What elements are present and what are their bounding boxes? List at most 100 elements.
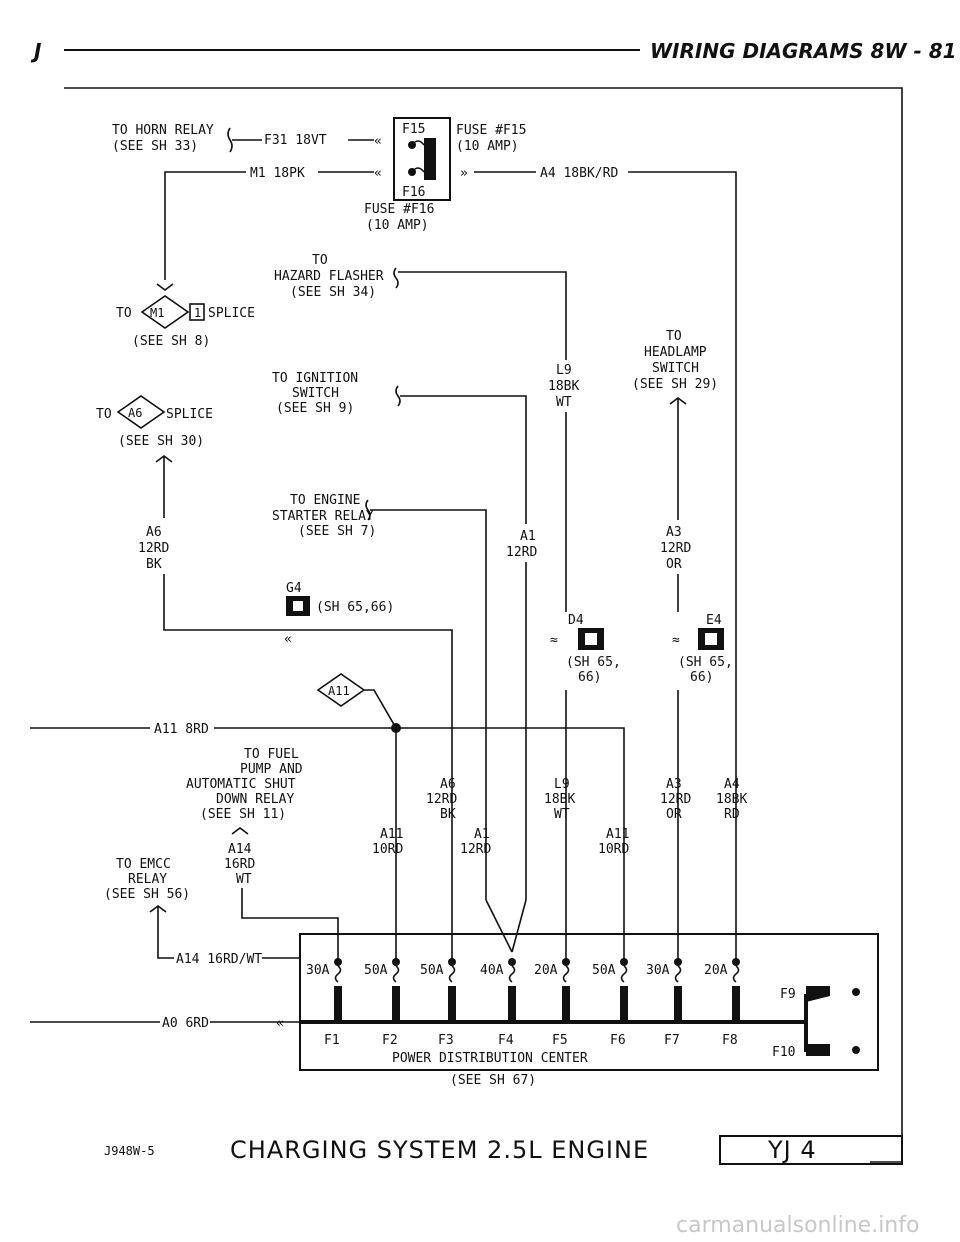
tag-l9-low-2: 18BK: [544, 792, 575, 807]
tag-a4-low-2: 18BK: [716, 792, 747, 807]
tag-a4-low-1: A4: [724, 777, 740, 792]
pdc-box: [299, 933, 879, 1071]
pdc-fuse-element: [508, 965, 516, 983]
pdc-fuse-blade: [620, 986, 628, 1020]
pdc-terminal: [448, 958, 456, 966]
pdc-fuse-rating: 30A: [646, 963, 670, 978]
pdc-f10: F10: [772, 1045, 795, 1060]
pdc-terminal: [674, 958, 682, 966]
pdc-fuse-element: [334, 965, 342, 983]
pdc-terminal: [334, 958, 342, 966]
m1-splice-code: M1: [150, 306, 164, 320]
fuse-f15-name: FUSE #F15: [456, 123, 526, 138]
watermark: carmanualsonline.info: [676, 1213, 919, 1238]
wire-a14: A14 16RD/WT: [176, 952, 262, 967]
header-left: J: [30, 39, 42, 63]
svg-text:«: «: [284, 632, 292, 647]
tag-l9-top-3: WT: [556, 395, 572, 410]
pdc-fuse-label: F3: [438, 1033, 454, 1048]
ref-emcc-3: (SEE SH 56): [104, 887, 190, 902]
pdc-fuse-blade: [732, 986, 740, 1020]
pdc-fuse-label: F5: [552, 1033, 568, 1048]
fuse-f16-name: FUSE #F16: [364, 202, 434, 217]
tag-a3-low-2: 12RD: [660, 792, 691, 807]
pdc-fuse-label: F8: [722, 1033, 738, 1048]
fuse-f15-rating: (10 AMP): [456, 139, 519, 154]
tag-a11-r-2: 10RD: [598, 842, 629, 857]
pdc-fuse-blade: [334, 986, 342, 1020]
wire-f31: F31 18VT: [264, 133, 327, 148]
pdc-fuse-rating: 50A: [420, 963, 444, 978]
tag-a1-low-1: A1: [474, 827, 490, 842]
ref-hazard-2: HAZARD FLASHER: [274, 269, 384, 284]
svg-text:≈: ≈: [672, 633, 680, 648]
pdc-fuse-element: [392, 965, 400, 983]
tag-l9-low-3: WT: [554, 807, 570, 822]
ref-hazard-3: (SEE SH 34): [290, 285, 376, 300]
m1-splice-diamond: [140, 295, 190, 329]
tag-a11-l-1: A11: [380, 827, 403, 842]
pdc-fuse-blade: [674, 986, 682, 1020]
conn-e4-sheet-1: (SH 65,: [678, 655, 733, 670]
a11-diamond-label: A11: [328, 684, 350, 698]
conn-g4-name: G4: [286, 581, 302, 596]
header-right: WIRING DIAGRAMS 8W - 81: [650, 39, 957, 63]
tag-a1-top-2: 12RD: [506, 545, 537, 560]
pdc-terminal: [620, 958, 628, 966]
pdc-fuse-element: [732, 965, 740, 983]
ref-headlamp-2: HEADLAMP: [644, 345, 707, 360]
ref-fuel-2: PUMP AND: [240, 762, 303, 777]
pdc-fuse-rating: 20A: [704, 963, 728, 978]
pdc-fuse-rating: 50A: [592, 963, 616, 978]
tag-a11-r-1: A11: [606, 827, 629, 842]
wire-m1: M1 18PK: [250, 166, 305, 181]
tag-a14-2: 16RD: [224, 857, 255, 872]
conn-e4-name: E4: [706, 613, 722, 628]
ref-headlamp-3: SWITCH: [652, 361, 699, 376]
pdc-terminal: [508, 958, 516, 966]
pdc-terminal: [732, 958, 740, 966]
a6-splice-code: A6: [128, 406, 142, 420]
ref-starter-3: (SEE SH 7): [298, 524, 376, 539]
footer-code: J948W-5: [104, 1144, 155, 1158]
tag-a1-low-2: 12RD: [460, 842, 491, 857]
a6-splice-word: SPLICE: [166, 407, 213, 422]
ref-ignition-3: (SEE SH 9): [276, 401, 354, 416]
wire-a0: A0 6RD: [162, 1016, 209, 1031]
tag-a3-top-1: A3: [666, 525, 682, 540]
pdc-fuse-element: [562, 965, 570, 983]
pdc-fuse-blade: [508, 986, 516, 1020]
tag-a1-top-1: A1: [520, 529, 536, 544]
ref-ignition-1: TO IGNITION: [272, 371, 358, 386]
ref-emcc-1: TO EMCC: [116, 857, 171, 872]
ref-emcc-2: RELAY: [128, 872, 167, 887]
ref-headlamp-1: TO: [666, 329, 682, 344]
pdc-sheet: (SEE SH 67): [450, 1073, 536, 1088]
tag-l9-top-2: 18BK: [548, 379, 579, 394]
pdc-fuse-blade: [392, 986, 400, 1020]
tag-a3-low-3: OR: [666, 807, 682, 822]
ref-hazard-1: TO: [312, 253, 328, 268]
tag-a3-top-3: OR: [666, 557, 682, 572]
tag-a6-low-2: 12RD: [426, 792, 457, 807]
ref-fuel-4: DOWN RELAY: [216, 792, 294, 807]
conn-d4-sheet-1: (SH 65,: [566, 655, 621, 670]
pdc-fuse-blade: [448, 986, 456, 1020]
pdc-fuse-rating: 20A: [534, 963, 558, 978]
tag-a6-low-1: A6: [440, 777, 456, 792]
svg-text:≈: ≈: [550, 633, 558, 648]
a6-splice-diamond: [116, 395, 166, 429]
ref-headlamp-4: (SEE SH 29): [632, 377, 718, 392]
conn-g4-sheet: (SH 65,66): [316, 600, 394, 615]
pdc-terminal: [562, 958, 570, 966]
a6-splice-sheet: (SEE SH 30): [118, 434, 204, 449]
tag-a11-l-2: 10RD: [372, 842, 403, 857]
tag-a6-low-3: BK: [440, 807, 456, 822]
footer-model: YJ 4: [767, 1136, 817, 1164]
conn-e4-sheet-2: 66): [690, 670, 713, 685]
pdc-f9: F9: [780, 987, 796, 1002]
pdc-fuse-rating: 40A: [480, 963, 504, 978]
pdc-fuse-label: F1: [324, 1033, 340, 1048]
